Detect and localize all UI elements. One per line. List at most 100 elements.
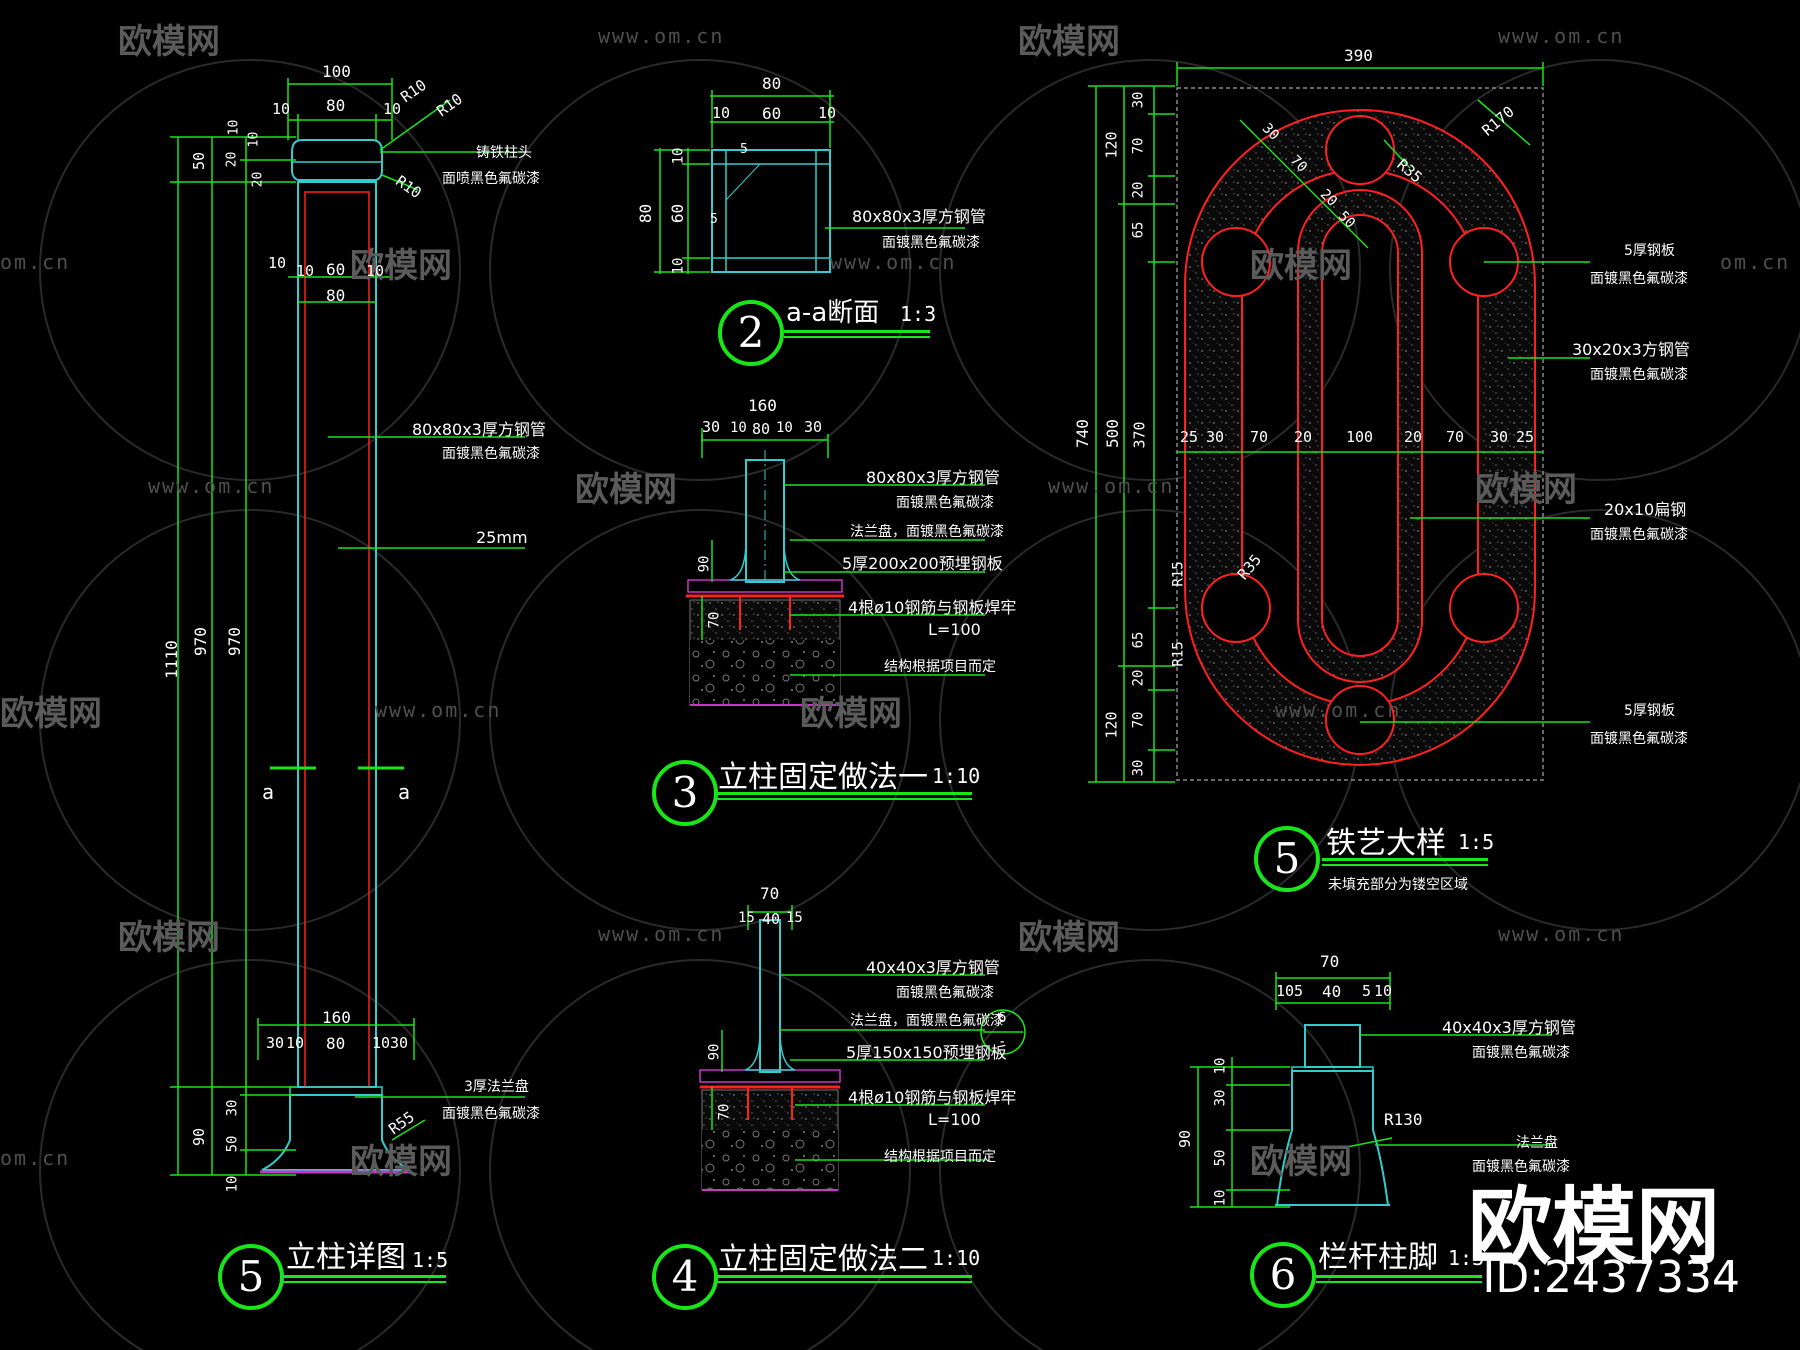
dim-label: 40 xyxy=(762,910,781,928)
dim-label: 100 xyxy=(1346,428,1374,446)
dim-label: 30 xyxy=(1490,428,1509,446)
dim-label: 65 xyxy=(1130,631,1147,649)
note-sub: 面镀黑色氟碳漆 xyxy=(1590,367,1688,383)
watermark-logo-4: 欧模网 xyxy=(1250,246,1352,286)
dim-label: 20 xyxy=(1130,181,1147,199)
radius-label: R15 xyxy=(1170,561,1187,587)
ref-mark-bottom: - xyxy=(998,1034,1007,1050)
dim-label: 15 xyxy=(738,910,755,926)
detail-scale: 1:10 xyxy=(932,1246,981,1270)
watermark-logo-8: 欧模网 xyxy=(800,694,902,734)
dim-label: 90 xyxy=(696,555,713,573)
dim-label: 10 xyxy=(730,420,747,436)
dim-label: 25 xyxy=(1516,428,1535,446)
dim-label: 20 xyxy=(1130,669,1147,687)
watermark-logo-5: 欧模网 xyxy=(575,470,677,510)
note-title: 法兰盘，面镀黑色氟碳漆 xyxy=(850,524,1004,540)
detail-number-badge: 5 xyxy=(1254,826,1320,892)
dim-label: 970 xyxy=(224,627,244,656)
dim-label: 30 xyxy=(266,1034,285,1052)
dim-label: 5 xyxy=(1362,982,1372,1000)
dim-label: 10 xyxy=(366,262,385,280)
note-title: 结构根据项目而定 xyxy=(884,659,996,675)
iron-detail-drawing xyxy=(1088,62,1590,783)
title-underline xyxy=(784,336,930,338)
dim-label: 80 xyxy=(636,203,656,224)
detail-scale: 1:3 xyxy=(1448,1246,1485,1270)
dim-label: 60 xyxy=(762,104,782,123)
note-sub: 面镀黑色氟碳漆 xyxy=(896,985,994,1001)
dim-label: 70 xyxy=(1250,428,1269,446)
dim-label: 160 xyxy=(322,1008,351,1027)
dim-label: 60 xyxy=(326,260,346,279)
dim-label: 10 xyxy=(1374,982,1393,1000)
dim-label: 10 xyxy=(1212,1189,1229,1207)
dim-label: 80 xyxy=(326,1034,346,1053)
brand-id-text: ID:2437334 xyxy=(1482,1252,1740,1303)
dim-label: 80 xyxy=(762,74,782,93)
watermark-logo-11: 欧模网 xyxy=(350,1142,452,1182)
watermark-logo-12: 欧模网 xyxy=(1250,1142,1352,1182)
dim-label: 70 xyxy=(1130,711,1147,729)
dim-label: 90 xyxy=(1176,1129,1195,1149)
watermark-url-1: www.om.cn xyxy=(598,24,725,48)
dim-label: 30 xyxy=(702,418,721,436)
detail-scale: 1:5 xyxy=(1458,830,1495,854)
title-underline xyxy=(716,792,972,795)
dim-label: 30 xyxy=(1212,1089,1229,1107)
detail-title: 栏杆柱脚 xyxy=(1318,1240,1438,1275)
watermark-logo-9: 欧模网 xyxy=(118,918,220,958)
detail-scale: 1:10 xyxy=(932,764,981,788)
watermark-logo-6: 欧模网 xyxy=(1475,470,1577,510)
watermark-url-12: om.cn xyxy=(0,1146,71,1170)
dim-label: 30 xyxy=(1130,759,1147,777)
dim-label: 65 xyxy=(1130,221,1147,239)
note-sub: 面镀黑色氟碳漆 xyxy=(1590,731,1688,747)
title-underline xyxy=(1316,1281,1482,1283)
note-sub: 面喷黑色氟碳漆 xyxy=(442,171,540,187)
dim-label: 70 xyxy=(760,884,780,903)
title-underline xyxy=(280,1281,446,1283)
dim-label: 10 xyxy=(286,1034,305,1052)
dim-label: 20 xyxy=(1294,428,1313,446)
dim-label: 10 xyxy=(776,420,793,436)
dim-label: 40 xyxy=(1322,982,1342,1001)
note-title: 5厚钢板 xyxy=(1624,703,1675,719)
detail-number-badge: 4 xyxy=(652,1244,718,1310)
title-underline xyxy=(1316,1275,1482,1278)
title-underline xyxy=(280,1275,446,1278)
watermark-url-6: www.om.cn xyxy=(148,474,275,498)
dim-label: 10 xyxy=(670,257,687,275)
dim-label: 5 xyxy=(1294,982,1304,1000)
detail-title: 立柱固定做法二 xyxy=(718,1242,928,1277)
dim-label: 500 xyxy=(1102,419,1122,448)
title-underline xyxy=(1322,858,1488,861)
note-sub: L=100 xyxy=(928,620,981,639)
dim-label: 20 xyxy=(1404,428,1423,446)
dim-label: 100 xyxy=(322,62,351,81)
dim-label: 970 xyxy=(190,627,210,656)
watermark-url-2: www.om.cn xyxy=(1498,24,1625,48)
watermark-logo-7: 欧模网 xyxy=(0,694,102,734)
radius-label: R15 xyxy=(1170,641,1187,667)
dim-label: 20 xyxy=(224,151,240,168)
section-aa-drawing xyxy=(654,90,965,274)
title-underline xyxy=(716,1281,972,1283)
dim-label: 10 xyxy=(383,100,402,118)
detail-title: 立柱详图 xyxy=(286,1240,406,1275)
title-underline xyxy=(1322,864,1488,866)
note-title: 4根ø10钢筋与钢板焊牢 xyxy=(848,1088,1017,1107)
watermark-url-4: www.om.cn xyxy=(830,250,957,274)
dim-label: 120 xyxy=(1102,711,1121,739)
dim-label: 70 xyxy=(716,1103,733,1121)
post-detail-drawing xyxy=(170,78,525,1176)
dim-label: 10 xyxy=(1276,982,1295,1000)
section-mark-left: a xyxy=(262,780,275,804)
note-title: 80x80x3厚方钢管 xyxy=(412,420,546,439)
note-sub: 面镀黑色氟碳漆 xyxy=(1472,1045,1570,1061)
dim-label: 25 xyxy=(1180,428,1199,446)
dim-label: 60 xyxy=(668,203,688,224)
note-title: 40x40x3厚方钢管 xyxy=(866,958,1000,977)
radius-label: R130 xyxy=(1384,1110,1423,1129)
